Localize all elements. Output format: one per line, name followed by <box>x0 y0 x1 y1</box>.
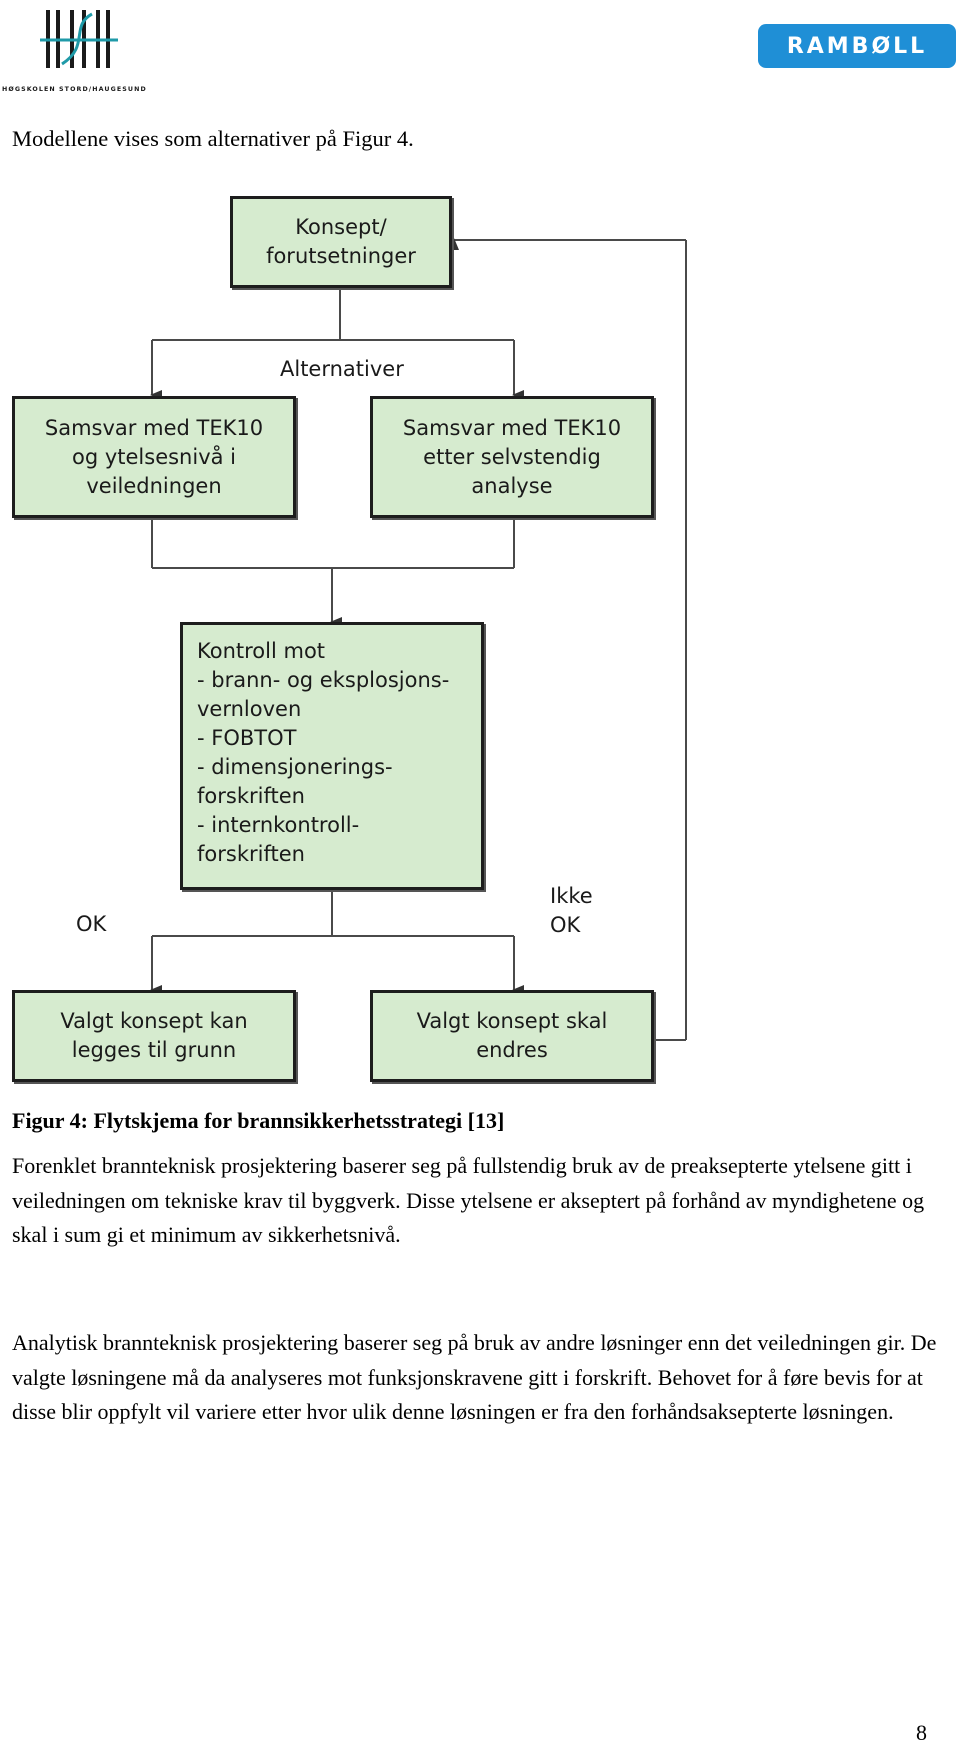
result-change-box: Valgt konsept skal endres <box>370 990 654 1082</box>
paragraph-simplified: Forenklet brannteknisk prosjektering bas… <box>12 1153 925 1247</box>
alternative-analysis-box: Samsvar med TEK10 etter selvstendig anal… <box>370 396 654 518</box>
alternative-guidance-box: Samsvar med TEK10 og ytelsesnivå i veile… <box>12 396 296 518</box>
result-ok-text: Valgt konsept kan legges til grunn <box>60 1009 248 1062</box>
ok-label: OK <box>76 912 107 936</box>
intro-text: Modellene vises som alternativer på Figu… <box>12 126 414 151</box>
alternative-analysis-text: Samsvar med TEK10 etter selvstendig anal… <box>402 415 622 498</box>
hsh-logo: HØGSKOLEN STORD/HAUGESUND <box>0 6 170 93</box>
figure-caption: Figur 4: Flytskjema for brannsikkerhetss… <box>12 1108 505 1133</box>
ramboll-logo-text: RAMBØLL <box>786 33 928 59</box>
concept-box-text: Konsept/ forutsetninger <box>266 215 416 268</box>
alternative-guidance-text: Samsvar med TEK10 og ytelsesnivå i veile… <box>44 415 264 498</box>
not-ok-label: Ikke OK <box>550 884 593 937</box>
ramboll-logo: RAMBØLL <box>758 24 956 68</box>
alternatives-label: Alternativer <box>280 357 404 381</box>
result-ok-box: Valgt konsept kan legges til grunn <box>12 990 296 1082</box>
hsh-logo-mark-icon <box>40 10 118 68</box>
result-change-text: Valgt konsept skal endres <box>416 1009 608 1062</box>
hsh-logo-text: HØGSKOLEN STORD/HAUGESUND <box>2 86 147 93</box>
paragraph-analytical: Analytisk brannteknisk prosjektering bas… <box>12 1330 937 1424</box>
page-number: 8 <box>916 1720 927 1745</box>
flowchart: Konsept/ forutsetninger Alternativer Sam… <box>0 190 960 1095</box>
control-box-text: Kontroll mot - brann- og eksplosjons- ve… <box>197 639 450 866</box>
control-box: Kontroll mot - brann- og eksplosjons- ve… <box>180 622 484 890</box>
concept-box: Konsept/ forutsetninger <box>230 196 452 288</box>
flowchart-connectors <box>150 238 687 1041</box>
